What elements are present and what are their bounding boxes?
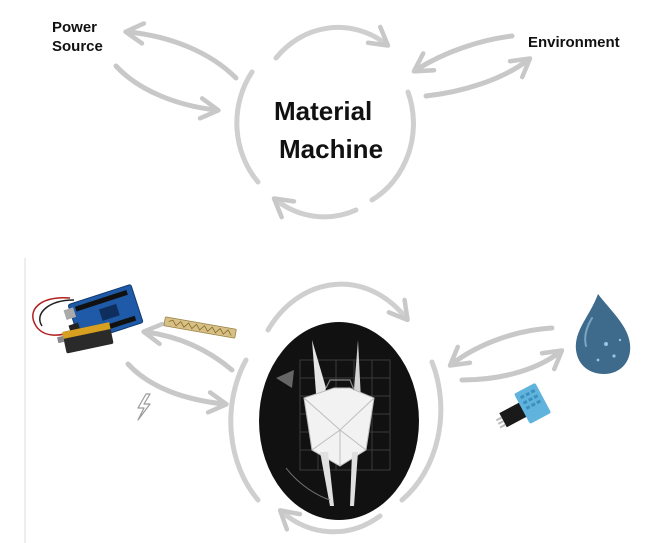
humidity-sensor-icon <box>495 383 551 429</box>
bottom-cycle-arc-upper <box>265 281 410 333</box>
top-cycle-arc-upper <box>273 24 391 61</box>
top-cycle-arrows <box>234 24 416 220</box>
top-power-arrow-out <box>123 21 239 81</box>
top-env-arrow-in <box>411 33 515 74</box>
arduino-battery-icon <box>32 284 144 354</box>
material-machine-title-line2: Machine <box>279 134 384 164</box>
lightning-icon <box>137 393 151 421</box>
bottom-power-arrow-out <box>141 321 235 373</box>
bottom-env-arrow-out <box>459 348 565 383</box>
bottom-cycle-arc-right <box>399 359 444 503</box>
top-env-arrow-out <box>423 56 533 99</box>
bottom-cycle-arrows <box>228 281 444 535</box>
bottom-environment-arrows <box>447 325 565 383</box>
top-cycle-arc-right <box>369 89 416 203</box>
bottom-power-arrow-in <box>125 361 229 415</box>
top-environment-arrows <box>411 33 533 99</box>
top-cycle-arc-lower <box>271 196 359 220</box>
top-cycle-arc-left <box>234 69 261 185</box>
bottom-power-arrows <box>125 321 235 415</box>
bottom-cycle-arc-lower <box>277 508 383 535</box>
top-power-arrow-in <box>113 63 221 121</box>
bottom-cycle-arc-left <box>228 357 261 503</box>
environment-label: Environment <box>528 34 620 51</box>
water-drop-icon <box>575 294 631 374</box>
power-source-label: Power Source <box>52 18 103 56</box>
origami-machine-photo <box>259 322 419 520</box>
material-machine-title-line1: Material <box>274 96 373 126</box>
power-source-label-line1: Power <box>52 19 98 36</box>
power-source-label-line2: Source <box>52 38 103 55</box>
top-power-arrows <box>113 21 239 121</box>
flex-sensor-icon <box>163 316 237 339</box>
bottom-env-arrow-in <box>447 325 555 368</box>
